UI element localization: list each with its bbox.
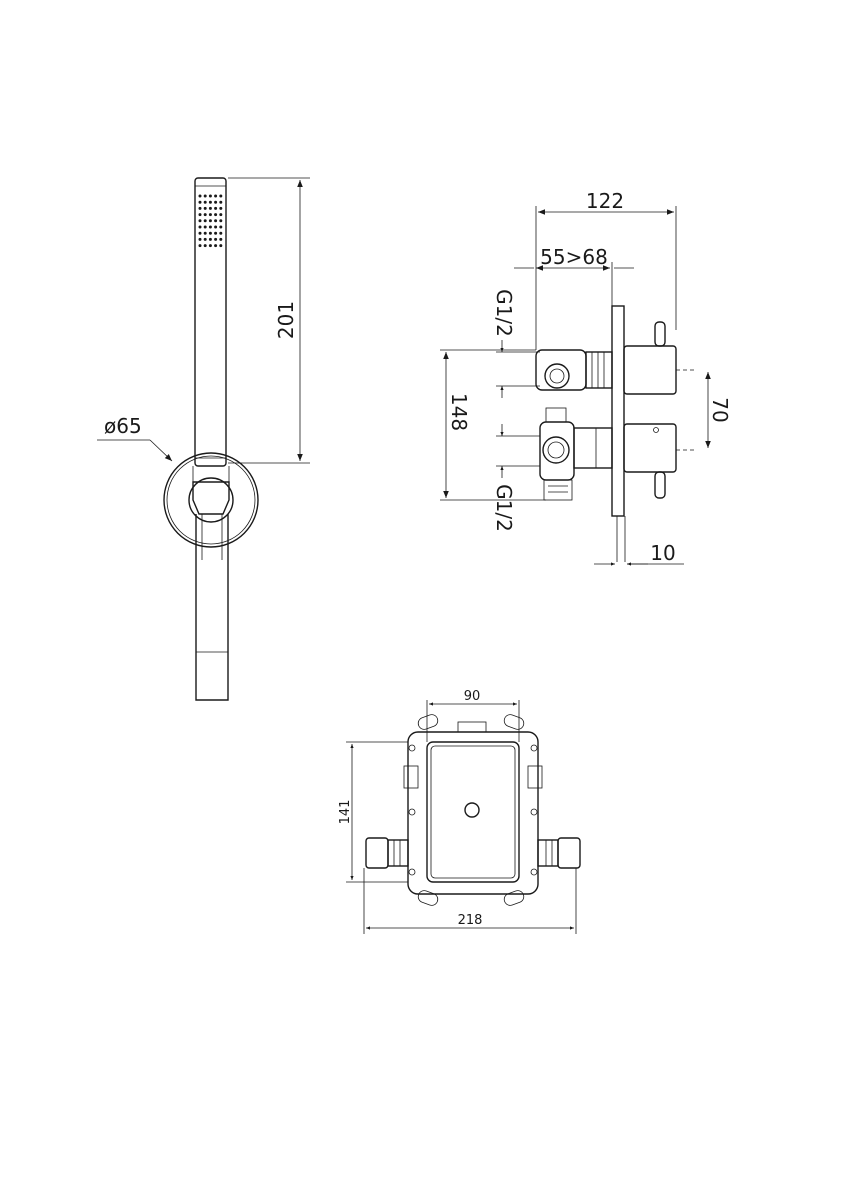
dimension-box-inner-width: 90 bbox=[426, 689, 520, 742]
spray-nozzle-dot bbox=[203, 244, 207, 248]
handset-height-label: 201 bbox=[274, 301, 298, 339]
dimension-box-overall-width: 218 bbox=[363, 868, 577, 934]
dimension-adjust-range: 55>68 bbox=[514, 245, 634, 306]
spray-nozzle-dot bbox=[214, 200, 218, 204]
spray-nozzle-dot bbox=[208, 194, 212, 198]
box-inner-opening bbox=[426, 741, 520, 883]
box-height-label: 141 bbox=[338, 800, 353, 825]
spray-nozzle-dot bbox=[203, 194, 207, 198]
shower-hose bbox=[195, 514, 229, 701]
box-front-view-drawing bbox=[365, 714, 581, 906]
spray-nozzle-dot bbox=[214, 194, 218, 198]
mixer-height-label: 148 bbox=[447, 393, 471, 431]
dimension-box-height: 141 bbox=[338, 741, 408, 883]
spray-nozzle-dot bbox=[198, 206, 202, 210]
spray-nozzle-dot bbox=[203, 206, 207, 210]
spray-nozzle-dot bbox=[219, 237, 223, 241]
mixer-depth-label: 122 bbox=[586, 189, 624, 213]
wall-bracket-disc bbox=[163, 452, 259, 548]
wall-plate bbox=[611, 305, 625, 517]
handle-spacing-label: 70 bbox=[708, 397, 732, 422]
spray-nozzle-dot bbox=[198, 231, 202, 235]
spray-nozzle-dot bbox=[214, 213, 218, 217]
spray-nozzle-dot bbox=[208, 244, 212, 248]
spray-nozzle-dot bbox=[208, 200, 212, 204]
dimension-mixer-depth: 122 bbox=[535, 189, 677, 350]
spray-nozzle-dot bbox=[208, 225, 212, 229]
mixer-side-view-drawing bbox=[535, 305, 696, 562]
handset-body bbox=[194, 177, 227, 467]
box-inner-width-label: 90 bbox=[464, 689, 481, 704]
spray-nozzle-dot bbox=[219, 225, 223, 229]
spray-nozzle-dot bbox=[198, 194, 202, 198]
spray-nozzle-dot bbox=[198, 213, 202, 217]
spray-nozzle-dot bbox=[203, 219, 207, 223]
spray-nozzle-dot bbox=[208, 231, 212, 235]
spray-nozzle-dot bbox=[219, 219, 223, 223]
spray-nozzle-dot bbox=[219, 194, 223, 198]
spray-nozzle-dot bbox=[208, 206, 212, 210]
spray-nozzle-dot bbox=[214, 231, 218, 235]
box-center-hole bbox=[464, 802, 480, 818]
spray-nozzle-dot bbox=[198, 219, 202, 223]
left-pipe-connector bbox=[365, 837, 409, 869]
spray-nozzle-dot bbox=[219, 244, 223, 248]
dimension-plate-thickness: 10 bbox=[594, 541, 684, 566]
dimension-top-thread: G1/2 bbox=[492, 289, 540, 398]
spray-nozzle-dot bbox=[214, 237, 218, 241]
box-overall-width-label: 218 bbox=[458, 913, 483, 928]
spray-nozzle-dot bbox=[214, 244, 218, 248]
plate-thickness-label: 10 bbox=[650, 541, 675, 565]
spray-nozzle-dot bbox=[208, 237, 212, 241]
spray-nozzle-dot bbox=[198, 244, 202, 248]
spray-nozzle-dot bbox=[208, 213, 212, 217]
dimension-bracket-diameter: ø65 bbox=[97, 414, 173, 462]
spray-nozzle-dot bbox=[219, 206, 223, 210]
spray-nozzle-dot bbox=[198, 200, 202, 204]
top-thread-label: G1/2 bbox=[492, 289, 516, 337]
dimension-bottom-thread: G1/2 bbox=[492, 424, 540, 532]
spray-nozzles bbox=[198, 194, 223, 248]
dimension-mixer-height: 148 bbox=[440, 349, 546, 501]
bottom-thread-label: G1/2 bbox=[492, 484, 516, 532]
shower-handset-drawing bbox=[163, 177, 259, 701]
spray-nozzle-dot bbox=[219, 231, 223, 235]
spray-nozzle-dot bbox=[198, 225, 202, 229]
spray-nozzle-dot bbox=[214, 219, 218, 223]
spray-nozzle-dot bbox=[203, 231, 207, 235]
spray-nozzle-dot bbox=[219, 200, 223, 204]
spray-nozzle-dot bbox=[208, 219, 212, 223]
spray-nozzle-dot bbox=[198, 237, 202, 241]
dimension-handle-spacing: 70 bbox=[705, 372, 732, 448]
spray-nozzle-dot bbox=[203, 225, 207, 229]
bracket-diameter-label: ø65 bbox=[104, 414, 142, 438]
dimension-handset-height: 201 bbox=[228, 177, 310, 464]
spray-nozzle-dot bbox=[214, 225, 218, 229]
spray-nozzle-dot bbox=[203, 237, 207, 241]
right-pipe-connector bbox=[537, 837, 581, 869]
adjust-range-label: 55>68 bbox=[540, 245, 608, 269]
spray-nozzle-dot bbox=[219, 213, 223, 217]
spray-nozzle-dot bbox=[203, 213, 207, 217]
spray-nozzle-dot bbox=[203, 200, 207, 204]
spray-nozzle-dot bbox=[214, 206, 218, 210]
